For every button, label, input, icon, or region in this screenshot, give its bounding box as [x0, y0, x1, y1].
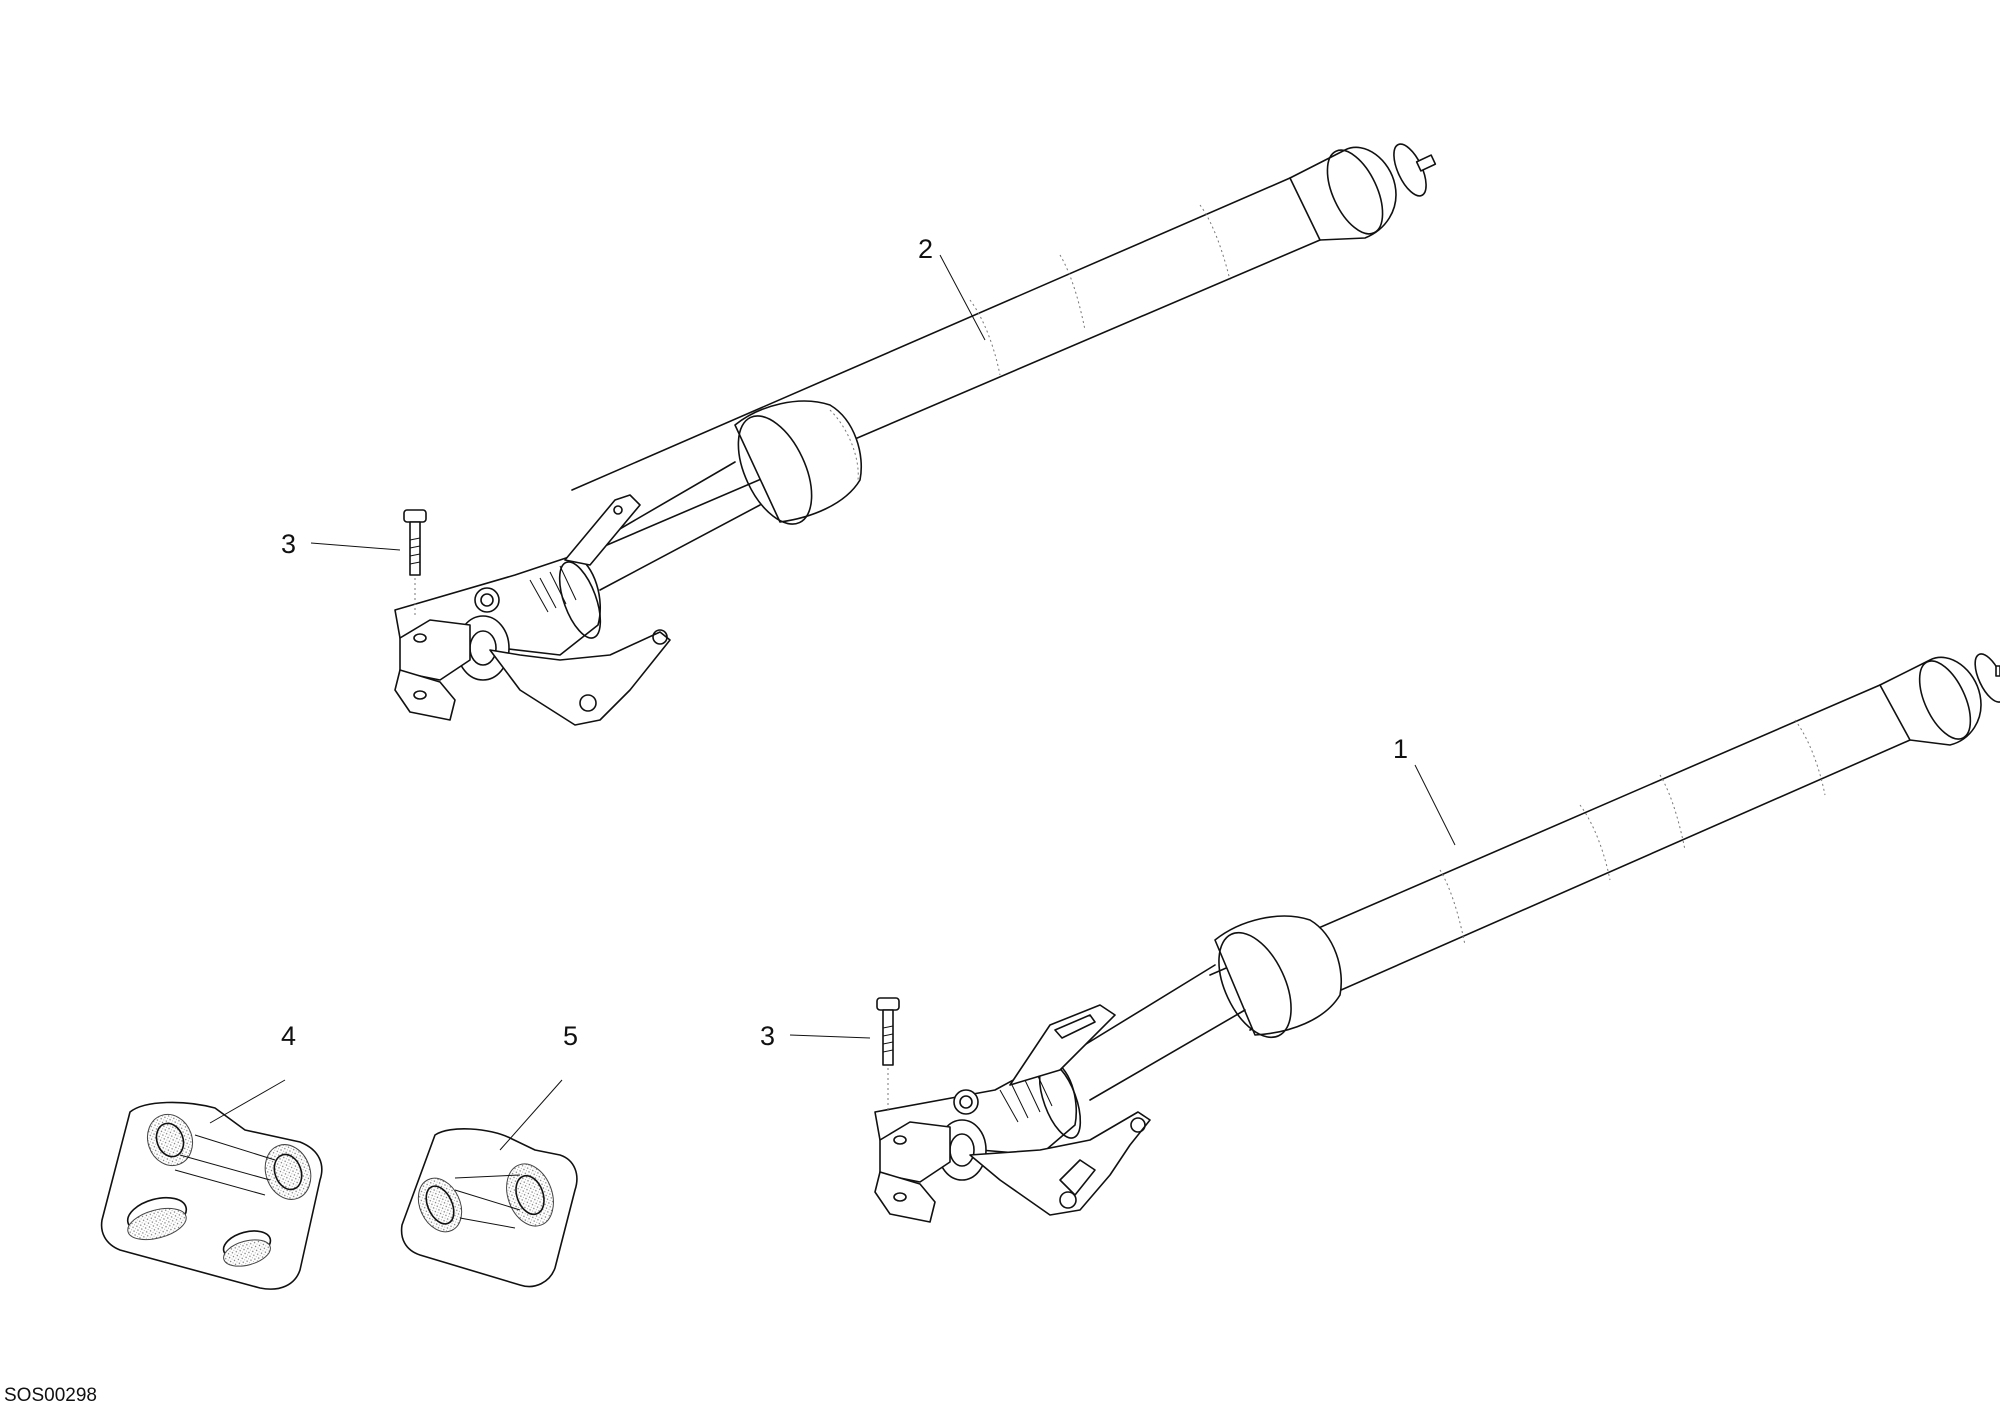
- callout-3-lower: 3: [760, 1021, 775, 1051]
- fork-leg-1[interactable]: [874, 650, 2000, 1223]
- leader-2: [939, 254, 986, 341]
- leader-5: [499, 1079, 563, 1151]
- bolt-lower[interactable]: [876, 997, 900, 1110]
- seal-kit-5[interactable]: [400, 1128, 578, 1288]
- callout-2: 2: [918, 234, 933, 264]
- leader-3-lower: [789, 1034, 871, 1039]
- seal-kit-4[interactable]: [100, 1101, 323, 1290]
- callout-3-upper: 3: [281, 529, 296, 559]
- leader-1: [1414, 764, 1456, 846]
- leader-lines: [209, 254, 1456, 1151]
- fork-leg-2[interactable]: [394, 140, 1437, 726]
- callout-1: 1: [1393, 734, 1408, 764]
- callout-labels: 1 2 3 3 4 5: [281, 234, 1408, 1051]
- callout-5: 5: [563, 1021, 578, 1051]
- leader-4: [209, 1079, 286, 1124]
- drawing-code: SOS00298: [4, 1385, 97, 1406]
- bolt-upper[interactable]: [403, 509, 427, 615]
- callout-4: 4: [281, 1021, 296, 1051]
- leader-3-upper: [310, 542, 401, 551]
